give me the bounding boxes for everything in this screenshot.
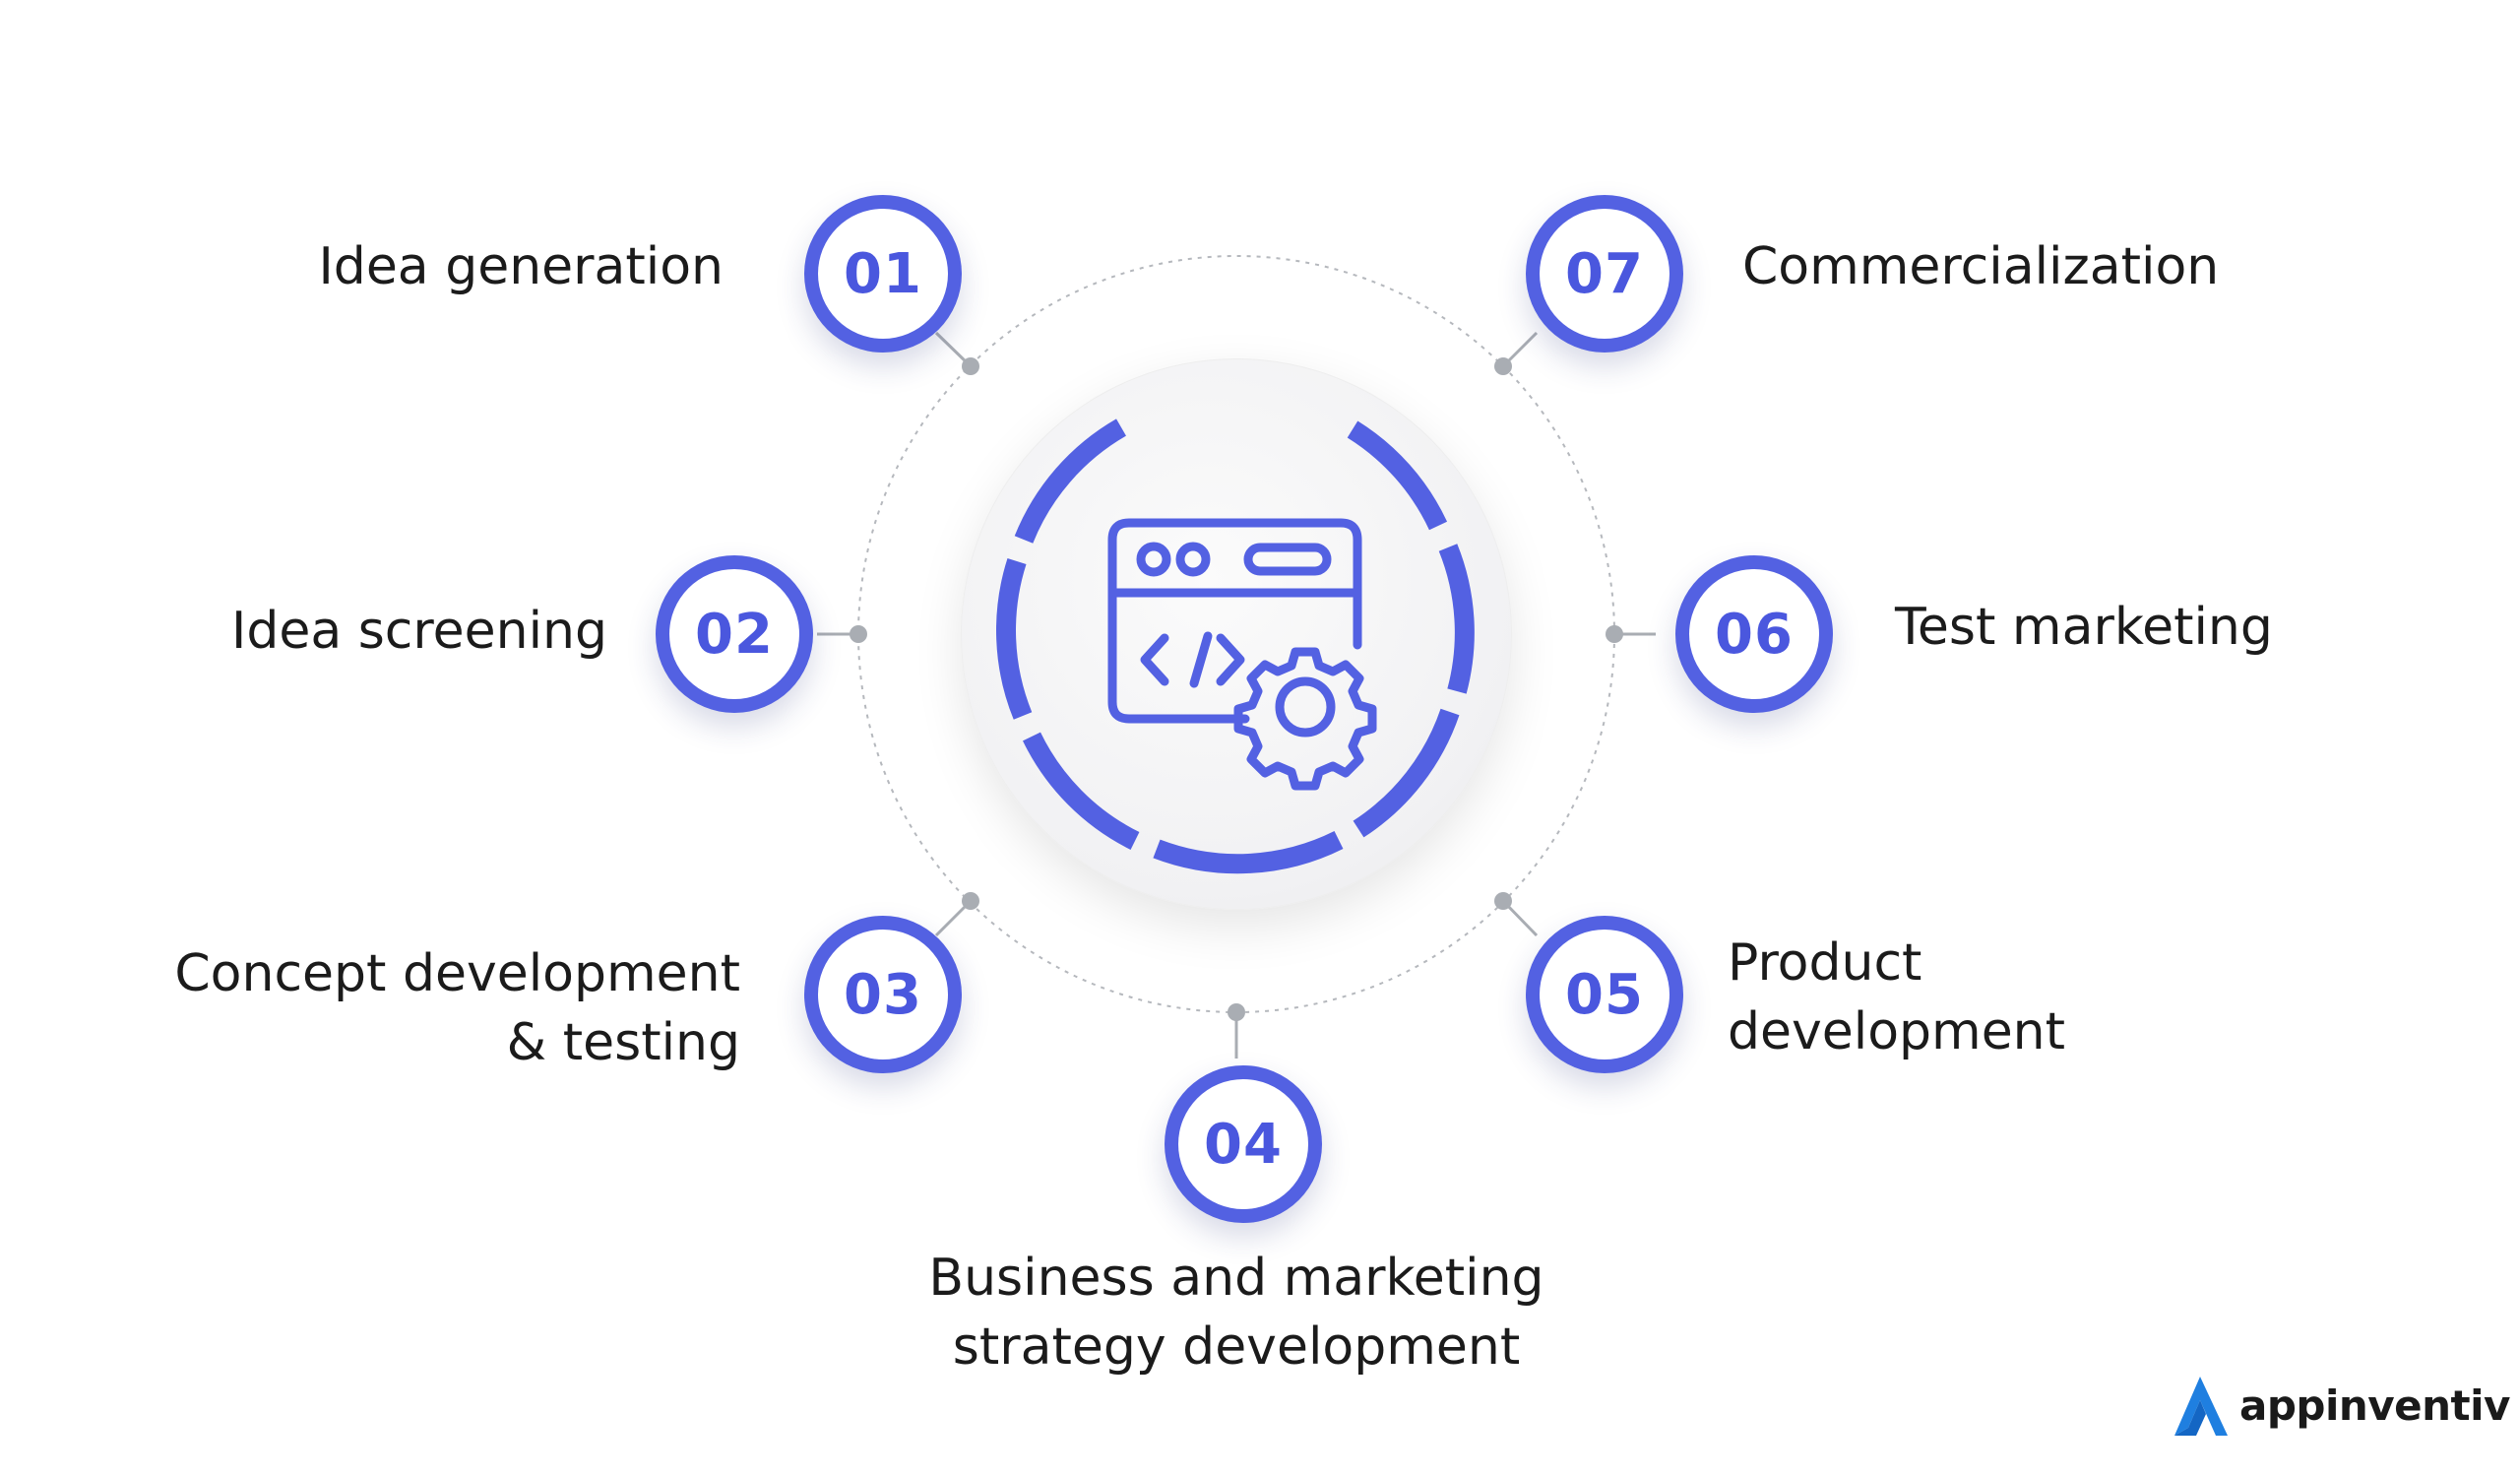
ring-segment-6 [1438,544,1475,694]
center-hub [961,358,1512,910]
code-slash [1189,631,1213,688]
browser-window-frame [1107,518,1362,724]
step-label-03-line1: Concept development [174,944,740,1003]
code-bracket-right [1216,633,1245,686]
step-number-03: 03 [818,930,948,1060]
step-label-04: Business and marketing strategy developm… [886,1244,1587,1381]
ring-dot-01 [962,357,979,375]
logo-text: appinventiv [2239,1381,2510,1430]
step-node-05: 05 [1526,916,1683,1073]
gear-teeth [1233,647,1377,791]
appinventiv-a-logo-icon [2174,1377,2228,1436]
step-label-02: Idea screening [230,602,607,661]
step-node-04: 04 [1165,1065,1322,1223]
step-number-05: 05 [1540,930,1670,1060]
ring-dot-07 [1494,357,1512,375]
step-label-03: Concept development & testing [174,939,740,1077]
step-label-04-line2: strategy development [952,1317,1521,1377]
gear-center [1275,676,1336,738]
ring-segment-3 [1022,732,1140,850]
step-label-01: Idea generation [318,237,724,296]
step-number-04: 04 [1178,1079,1308,1209]
code-bracket-left [1140,633,1169,686]
ring-segment-5 [1353,708,1460,838]
step-number-01: 01 [818,209,948,339]
step-label-05: Product development [1728,929,2065,1066]
step-node-07: 07 [1526,195,1683,353]
step-node-03: 03 [804,916,962,1073]
step-label-04-line1: Business and marketing [928,1249,1544,1308]
browser-address-bar [1243,543,1332,576]
step-label-03-line2: & testing [506,1013,740,1072]
ring-segment-1 [1014,418,1127,544]
step-number-02: 02 [669,569,799,699]
ring-segment-2 [996,557,1033,720]
browser-dot-2 [1175,542,1211,577]
ring-segment-7 [1347,420,1448,531]
step-label-06: Test marketing [1895,598,2273,657]
step-node-02: 02 [656,555,813,713]
web-development-gear-icon [1107,518,1377,791]
appinventiv-logo: appinventiv [2171,1371,2510,1440]
step-node-06: 06 [1675,555,1833,713]
step-label-07: Commercialization [1742,237,2220,296]
ring-dot-02 [850,625,867,643]
segmented-ring [996,418,1475,874]
ring-dot-04 [1228,1003,1245,1021]
ring-segment-4 [1153,831,1344,874]
ring-dot-06 [1606,625,1623,643]
step-label-05-line1: Product [1728,933,1922,993]
step-number-07: 07 [1540,209,1670,339]
ring-dot-05 [1494,892,1512,910]
step-node-01: 01 [804,195,962,353]
browser-dot-1 [1136,542,1171,577]
step-number-06: 06 [1689,569,1819,699]
step-label-05-line2: development [1728,1002,2066,1061]
ring-dot-03 [962,892,979,910]
